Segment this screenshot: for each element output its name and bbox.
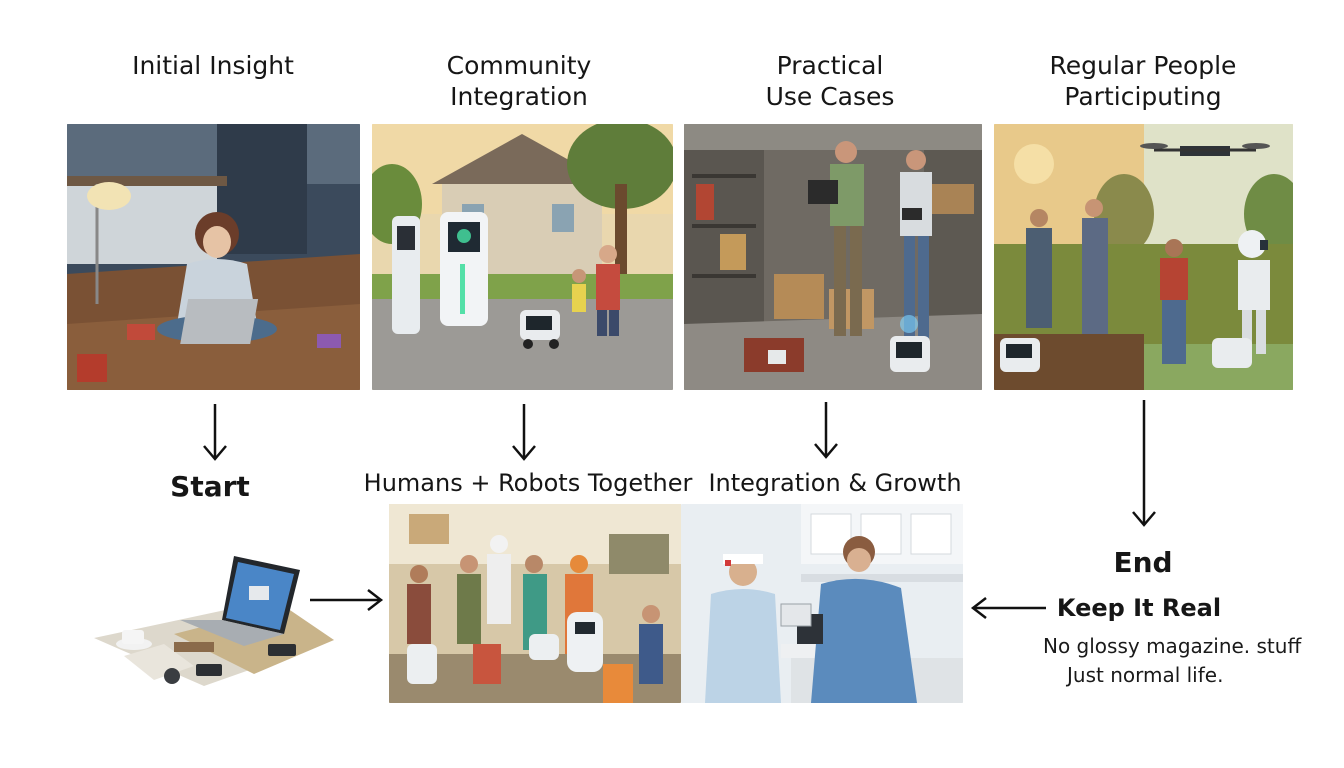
title-practical-line2: Use Cases xyxy=(685,81,975,112)
arrow-down-2 xyxy=(509,402,539,462)
scene-desk-laptop-image xyxy=(84,546,340,696)
label-end: End xyxy=(1083,546,1203,579)
arrow-left-to-collage xyxy=(968,596,1048,620)
title-initial-insight-line1: Initial Insight xyxy=(68,50,358,81)
arrow-down-4 xyxy=(1129,398,1159,528)
title-initial-insight: Initial Insight xyxy=(68,50,358,81)
label-keep-it-real: Keep It Real xyxy=(1048,594,1230,622)
arrow-down-3 xyxy=(811,400,841,460)
title-practical-use-cases: Practical Use Cases xyxy=(685,50,975,112)
title-community-line1: Community xyxy=(374,50,664,81)
arrow-right-to-collage xyxy=(308,588,384,612)
scene-integration-growth-image xyxy=(681,504,963,703)
note-line-2: Just normal life. xyxy=(1043,661,1333,690)
scene-community-integration-image xyxy=(372,124,673,390)
title-regular-line2: Participuting xyxy=(998,81,1288,112)
title-community-line2: Integration xyxy=(374,81,664,112)
title-practical-line1: Practical xyxy=(685,50,975,81)
label-start: Start xyxy=(140,470,280,503)
title-regular-line1: Regular People xyxy=(998,50,1288,81)
arrow-down-1 xyxy=(200,402,230,462)
scene-initial-insight-image xyxy=(67,124,360,390)
scene-practical-use-cases-image xyxy=(684,124,982,390)
scene-regular-people-image xyxy=(994,124,1293,390)
title-regular-people: Regular People Participuting xyxy=(998,50,1288,112)
note-line-1: No glossy magazine. stuff xyxy=(1043,632,1333,661)
scene-humans-robots-together-image xyxy=(389,504,681,703)
note-text: No glossy magazine. stuff Just normal li… xyxy=(1043,632,1333,690)
title-community-integration: Community Integration xyxy=(374,50,664,112)
label-humans-robots-together: Humans + Robots Together xyxy=(360,469,696,497)
label-integration-growth: Integration & Growth xyxy=(703,469,967,497)
